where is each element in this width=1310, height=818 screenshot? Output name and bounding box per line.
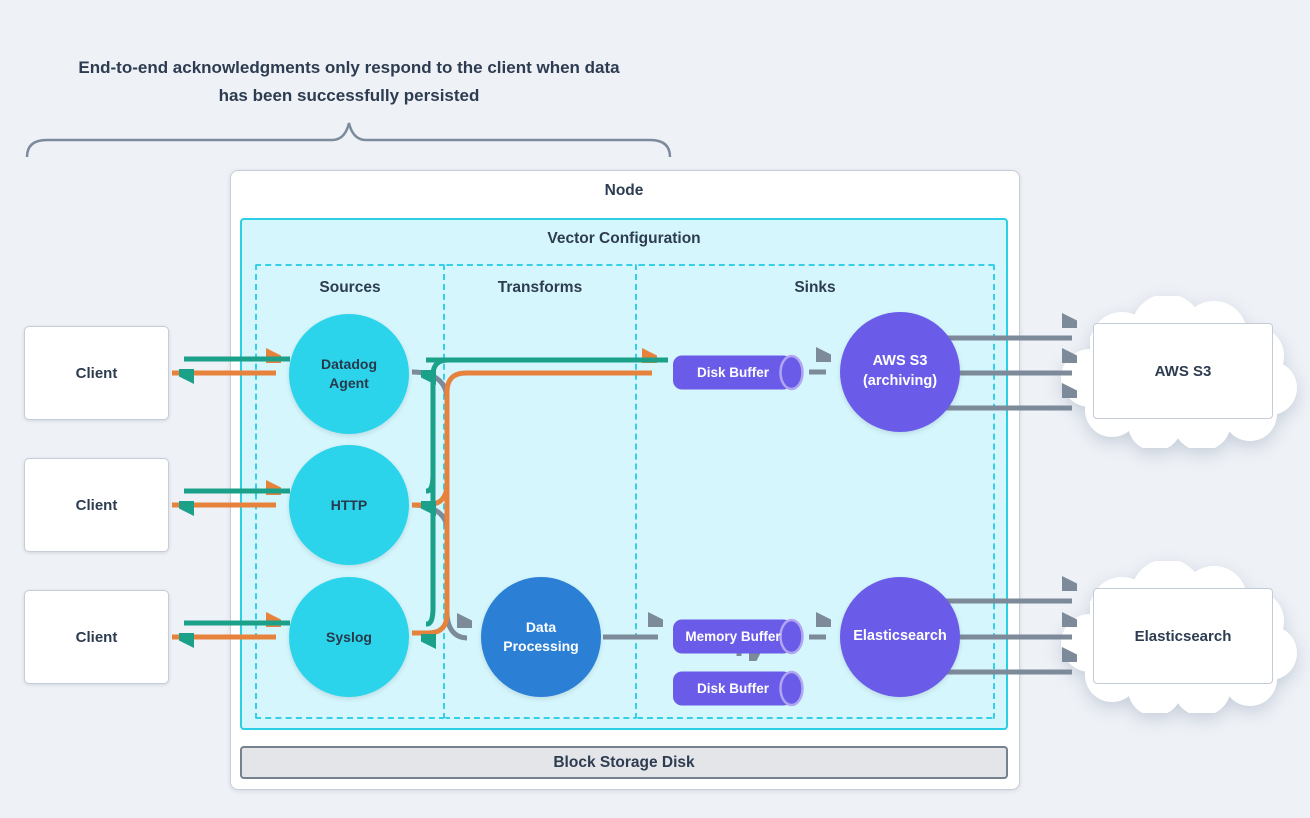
source-syslog-node: Syslog [289,577,409,697]
elasticsearch-external-label: Elasticsearch [1134,627,1232,645]
annotation-line-2: has been successfully persisted [218,86,480,105]
sources-section-label: Sources [319,279,381,296]
annotation-text: End-to-end acknowledgments only respond … [0,54,698,110]
sinks-section-label: Sinks [794,279,836,296]
node-title: Node [604,182,644,199]
client-label: Client [75,364,118,382]
client-box-1: Client [24,326,169,420]
annotation-line-1: End-to-end acknowledgments only respond … [78,58,620,77]
transform-data-processing-node: Data Processing [481,577,601,697]
client-label: Client [75,496,118,514]
source-http-label: HTTP [330,496,368,513]
sink-elasticsearch-label: Elasticsearch [853,628,947,645]
aws-s3-external-box: AWS S3 [1093,323,1273,419]
source-syslog-label: Syslog [326,628,372,645]
client-box-2: Client [24,458,169,552]
block-storage-disk: Block Storage Disk [240,746,1008,779]
sink-aws-s3-label: AWS S3 (archiving) [862,353,938,389]
sink-aws-s3-node: AWS S3 (archiving) [840,312,960,432]
brace [25,122,672,158]
transform-data-processing-label: Data Processing [503,619,579,654]
sink-elasticsearch-node: Elasticsearch [840,577,960,697]
block-storage-disk-label: Block Storage Disk [553,753,695,771]
source-datadog-agent-label: Datadog Agent [321,356,377,391]
memory-buffer-label: Memory Buffer [685,629,781,644]
disk-buffer-cylinder-es: Disk Buffer [672,670,806,707]
client-box-3: Client [24,590,169,684]
sinks-section: Sinks [637,264,995,719]
source-datadog-agent-node: Datadog Agent [289,314,409,434]
disk-buffer-label: Disk Buffer [696,365,769,380]
elasticsearch-external-box: Elasticsearch [1093,588,1273,684]
disk-buffer-2-label: Disk Buffer [696,681,769,696]
aws-s3-external-label: AWS S3 [1154,362,1212,380]
disk-buffer-cylinder-s3: Disk Buffer [672,354,806,391]
client-label: Client [75,628,118,646]
source-http-node: HTTP [289,445,409,565]
vector-configuration-title: Vector Configuration [547,230,701,247]
transforms-section-label: Transforms [497,279,583,296]
memory-buffer-cylinder: Memory Buffer [672,618,806,655]
